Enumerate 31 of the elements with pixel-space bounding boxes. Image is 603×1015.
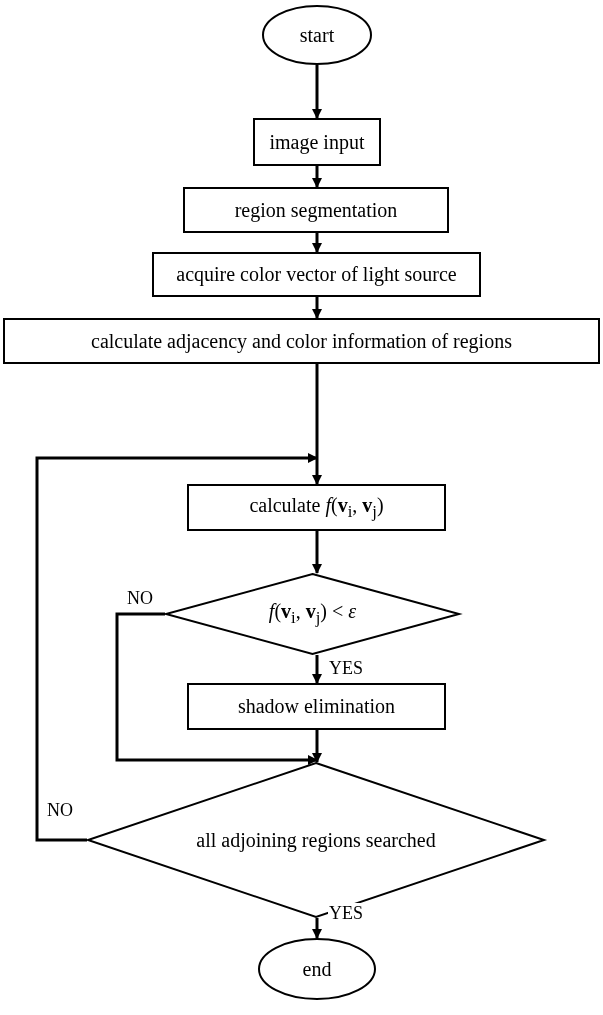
node-label: calculate adjacency and color information of regions — [91, 329, 512, 353]
node-label: shadow elimination — [237, 695, 396, 718]
arrow — [312, 65, 322, 119]
node-label: all adjoining regions searched — [196, 828, 436, 852]
node-label: acquire color vector of light source — [176, 263, 457, 286]
arrow — [35, 453, 318, 842]
process-box — [187, 683, 446, 730]
arrow — [115, 612, 318, 765]
process-box — [187, 484, 446, 531]
node-label: image input — [269, 130, 365, 154]
terminal-ellipse — [258, 938, 376, 1000]
arrow — [312, 655, 322, 684]
arrow — [312, 233, 322, 253]
node-label: start — [299, 23, 335, 47]
arrow — [312, 918, 322, 939]
arrow — [312, 531, 322, 574]
process-box — [3, 318, 600, 364]
arrow — [312, 364, 322, 485]
node-label: end — [302, 957, 332, 981]
arrow — [312, 297, 322, 319]
node-label: region segmentation — [234, 198, 398, 222]
process-box — [183, 187, 449, 233]
terminal-ellipse — [262, 5, 372, 65]
node-label: f(v$_{i}$, v$_{j}$) < ε — [268, 600, 357, 628]
arrow — [312, 166, 322, 188]
decision-diamond — [87, 762, 545, 918]
arrow — [312, 730, 322, 763]
process-box — [152, 252, 481, 297]
process-box — [253, 118, 381, 166]
decision-diamond — [165, 573, 460, 655]
node-label: calculate f(v$_{i}$, v$_{j}$) — [249, 493, 384, 522]
